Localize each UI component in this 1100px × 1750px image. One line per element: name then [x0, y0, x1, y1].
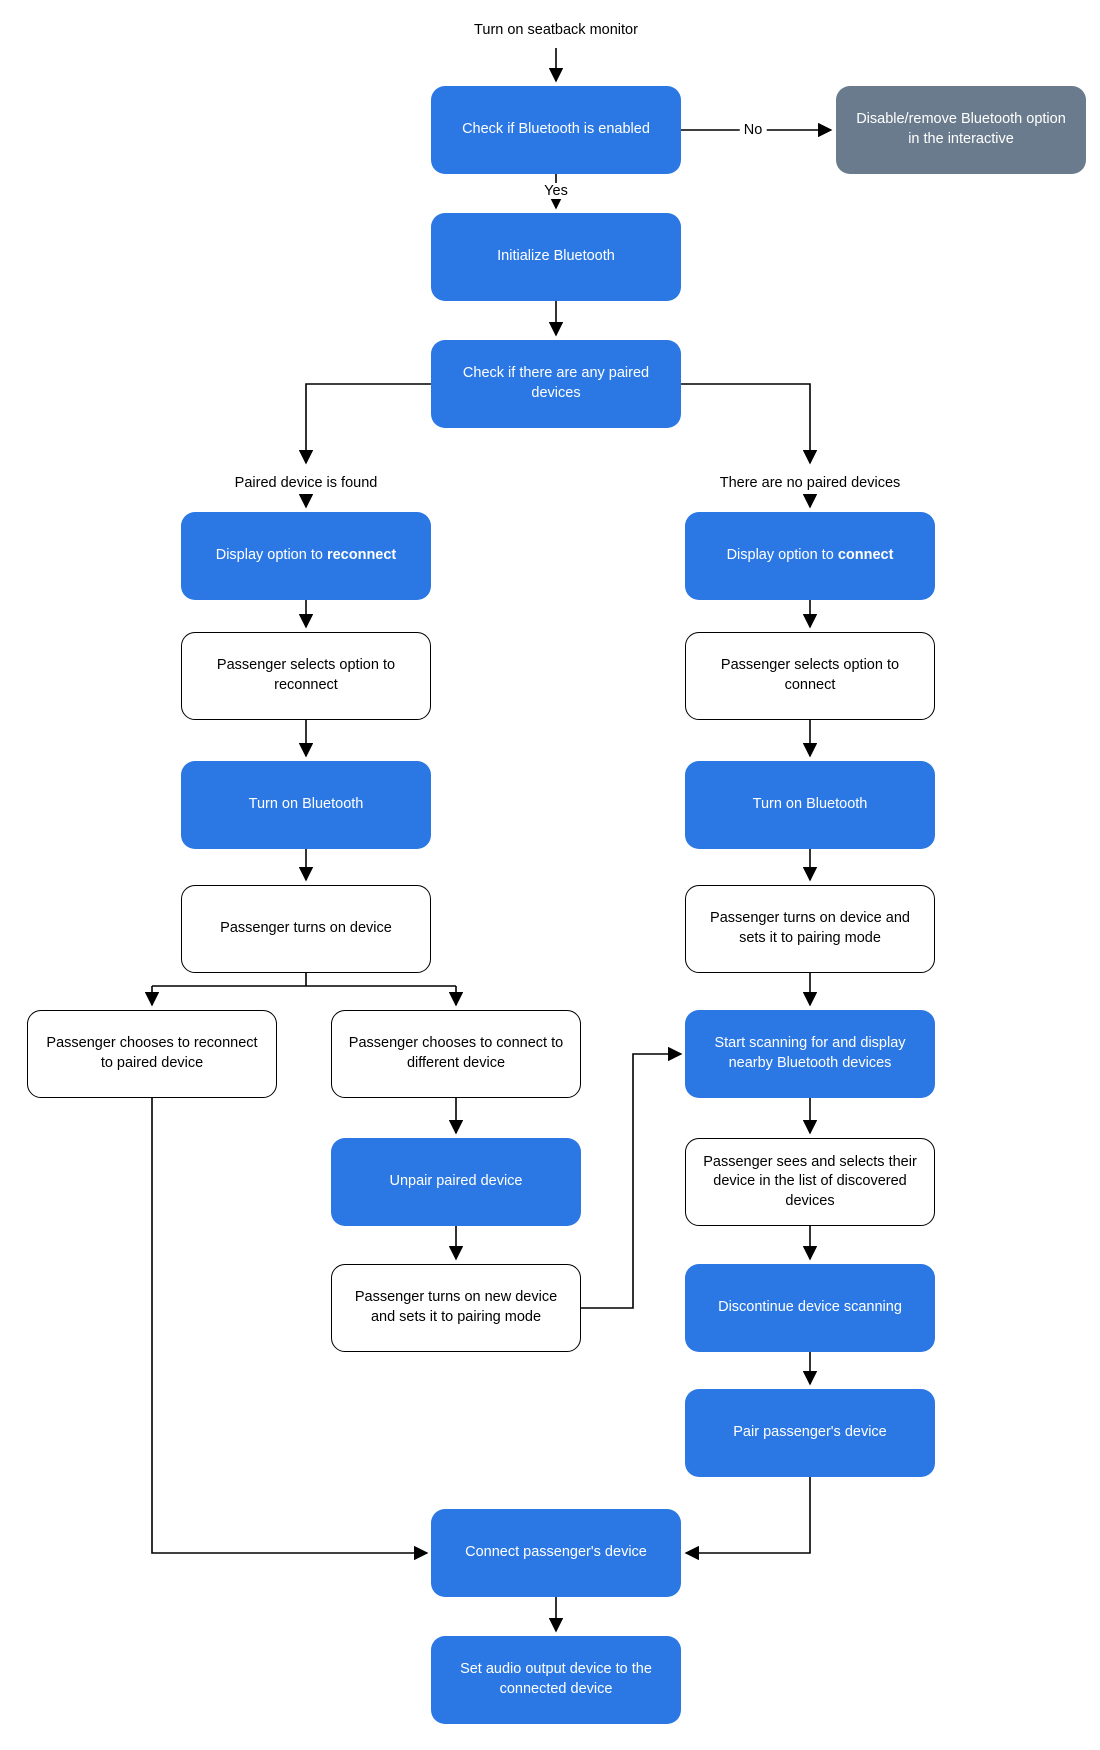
node-label-text: Display option to [215, 547, 327, 564]
node-selects-option-connect[interactable]: Passenger selects option to connect [685, 632, 935, 720]
node-device-pairing-mode[interactable]: Passenger turns on device and sets it to… [685, 885, 935, 973]
node-sees-and-selects-device[interactable]: Passenger sees and selects their device … [685, 1138, 935, 1226]
node-check-paired-devices[interactable]: Check if there are any paired devices [431, 340, 681, 428]
node-set-audio-output[interactable]: Set audio output device to the connected… [431, 1636, 681, 1724]
node-initialize-bluetooth[interactable]: Initialize Bluetooth [431, 213, 681, 301]
edge-newdevice-to-startscanning [581, 1046, 683, 1309]
edge-split-stem [152, 973, 456, 987]
node-display-option-connect[interactable]: Display option to connect [685, 512, 935, 600]
node-label-bold: connect [837, 547, 894, 564]
node-connect-passengers-device[interactable]: Connect passenger's device [431, 1509, 681, 1597]
edge-label-no: No [739, 122, 767, 138]
node-selects-option-reconnect[interactable]: Passenger selects option to reconnect [181, 632, 431, 720]
node-label: Display option to reconnect [216, 546, 397, 566]
start-label: Turn on seatback monitor [470, 22, 642, 38]
node-label: Display option to connect [727, 546, 894, 566]
node-unpair-paired-device[interactable]: Unpair paired device [331, 1138, 581, 1226]
edge-choosereconnect-to-connect [151, 1098, 429, 1561]
node-chooses-reconnect-paired[interactable]: Passenger chooses to reconnect to paired… [27, 1010, 277, 1098]
node-label-bold: reconnect [326, 547, 397, 564]
node-display-option-reconnect[interactable]: Display option to reconnect [181, 512, 431, 600]
node-label-text: Display option to [726, 547, 838, 564]
edge-label-yes: Yes [540, 183, 572, 199]
node-new-device-pairing-mode[interactable]: Passenger turns on new device and sets i… [331, 1264, 581, 1352]
edge-branch-left [298, 383, 431, 465]
node-chooses-connect-different[interactable]: Passenger chooses to connect to differen… [331, 1010, 581, 1098]
node-pair-passengers-device[interactable]: Pair passenger's device [685, 1389, 935, 1477]
node-disable-bluetooth-option[interactable]: Disable/remove Bluetooth option in the i… [836, 86, 1086, 174]
edge-branch-right [681, 383, 818, 465]
node-turn-on-bluetooth-left[interactable]: Turn on Bluetooth [181, 761, 431, 849]
edge-label-paired-device-found: Paired device is found [230, 475, 382, 491]
node-discontinue-scanning[interactable]: Discontinue device scanning [685, 1264, 935, 1352]
node-turn-on-bluetooth-right[interactable]: Turn on Bluetooth [685, 761, 935, 849]
edge-pair-to-connect [684, 1477, 811, 1561]
edge-label-no-paired-devices: There are no paired devices [715, 475, 905, 491]
node-passenger-turns-on-device[interactable]: Passenger turns on device [181, 885, 431, 973]
node-check-bluetooth-enabled[interactable]: Check if Bluetooth is enabled [431, 86, 681, 174]
node-start-scanning[interactable]: Start scanning for and display nearby Bl… [685, 1010, 935, 1098]
